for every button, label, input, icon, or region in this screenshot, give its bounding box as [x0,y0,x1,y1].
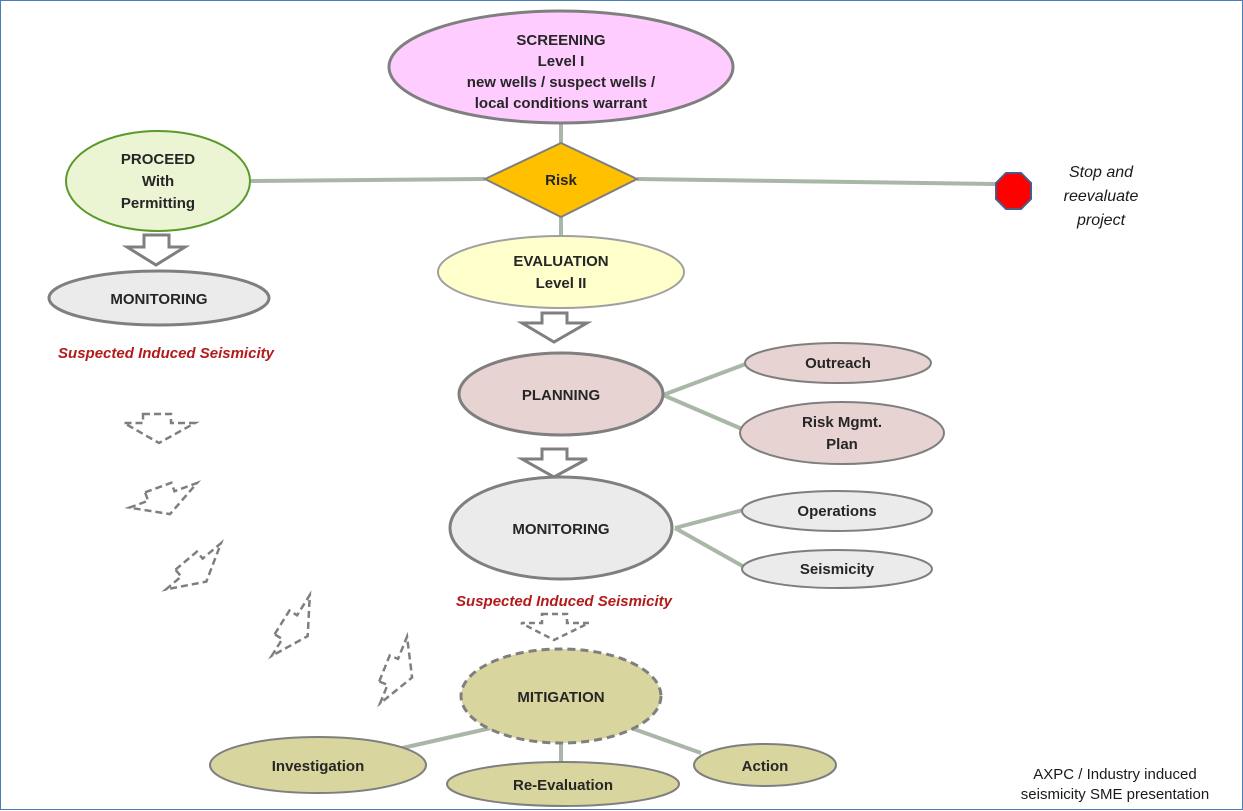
risk-decision: Risk [482,141,640,219]
dashed-arrow-down-icon [520,612,590,642]
mitigation-label: MITIGATION [517,689,604,706]
connector-mitigation-action [630,726,702,755]
outreach-label: Outreach [805,355,871,372]
proceed-line2: With [142,173,174,190]
mitigation-node: MITIGATION [459,647,663,745]
monitoring-left-node: MONITORING [47,269,271,327]
proceed-title: PROCEED [121,151,195,168]
screening-line4: local conditions warrant [475,95,648,112]
stop-sign-icon [995,172,1032,210]
evaluation-node: EVALUATION Level II [437,235,685,309]
credit-note: AXPC / Industry induced seismicity SME p… [1021,766,1209,803]
connector-planning-outreach [662,360,752,397]
planning-label: PLANNING [522,387,600,404]
re-evaluation-node: Re-Evaluation [446,761,680,807]
evaluation-title: EVALUATION [513,253,608,270]
credit-line2: seismicity SME presentation [1021,786,1209,803]
connector-planning-riskmgmt [662,393,750,434]
investigation-node: Investigation [209,736,427,794]
connector-risk-stop [636,177,996,186]
risk-mgmt-node: Risk Mgmt. Plan [739,401,945,465]
connector-mitigation-investigation [397,726,492,751]
risk-mgmt-line1: Risk Mgmt. [802,414,882,431]
stop-note: Stop and reevaluate project [1064,164,1139,229]
action-label: Action [742,758,789,775]
stop-line2: reevaluate [1064,188,1139,205]
connectors [250,121,996,763]
monitoring-center-label: MONITORING [512,521,609,538]
monitoring-left-label: MONITORING [110,291,207,308]
seismicity-label: Seismicity [800,561,875,578]
arrow-down-icon [516,447,588,479]
outreach-node: Outreach [744,342,932,384]
dashed-arrow-icon-5 [377,631,414,708]
re-evaluation-label: Re-Evaluation [513,777,613,794]
suspected-seismicity-center: Suspected Induced Seismicity [456,593,673,610]
connector-monitoring-operations [674,508,744,530]
connector-monitoring-seismicity [674,526,747,570]
screening-line3: new wells / suspect wells / [467,74,656,91]
dashed-arrow-icons [119,412,414,708]
proceed-node: PROCEED With Permitting [65,130,251,232]
suspected-seismicity-left: Suspected Induced Seismicity [58,345,275,362]
proceed-line3: Permitting [121,195,195,212]
screening-node: SCREENING Level I new wells / suspect we… [387,9,735,125]
evaluation-level: Level II [536,275,587,292]
dashed-arrow-icon-1 [119,412,200,445]
planning-node: PLANNING [457,351,665,437]
risk-label: Risk [545,172,577,189]
seismicity-node: Seismicity [741,549,933,589]
connector-proceed-risk [250,177,486,183]
credit-line1: AXPC / Industry induced [1033,766,1196,783]
investigation-label: Investigation [272,758,365,775]
arrow-down-icon [516,311,593,344]
monitoring-center-node: MONITORING [448,475,674,581]
operations-node: Operations [741,490,933,532]
screening-title: SCREENING [516,32,605,49]
dashed-arrow-icon-4 [268,590,312,660]
screening-level: Level I [538,53,585,70]
risk-mgmt-line2: Plan [826,436,858,453]
dashed-arrow-icon-3 [161,539,224,592]
stop-line3: project [1076,212,1126,229]
arrow-down-icon [121,233,191,267]
stop-line1: Stop and [1069,164,1134,181]
operations-label: Operations [797,503,876,520]
action-node: Action [693,743,837,787]
dashed-arrow-icon-2 [124,480,202,516]
